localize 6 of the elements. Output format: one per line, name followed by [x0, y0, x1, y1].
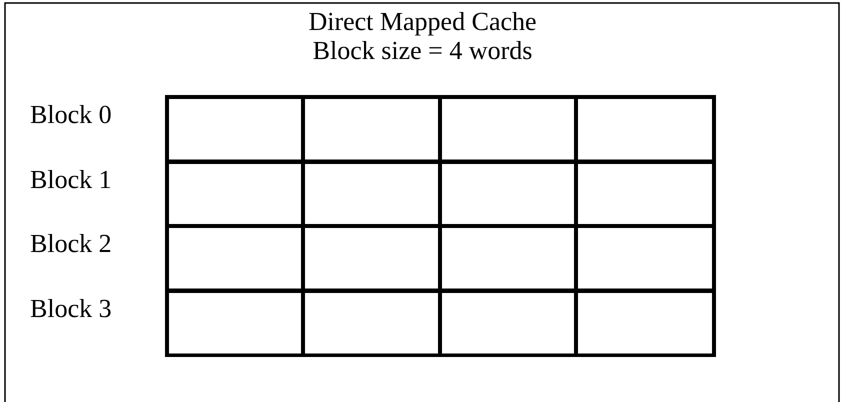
- block-label: Block 0: [30, 100, 112, 130]
- block-label: Block 2: [30, 229, 112, 259]
- diagram-title: Direct Mapped Cache: [307, 7, 538, 37]
- block-size-note: Block size = 4 words: [312, 36, 534, 66]
- block-label: Block 3: [30, 294, 112, 324]
- block-label: Block 1: [30, 164, 112, 194]
